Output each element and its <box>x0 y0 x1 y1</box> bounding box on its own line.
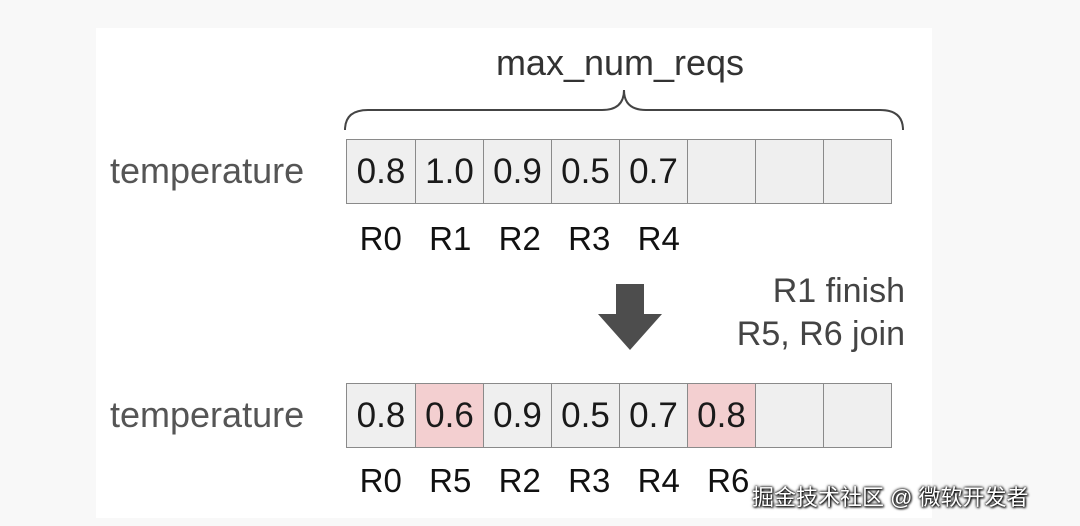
request-id: R4 <box>637 220 680 257</box>
slot-cell: 0.7 <box>619 384 687 447</box>
request-ids-top: R0 R1 R2 R3 R4 <box>346 220 694 258</box>
max-num-reqs-label: max_num_reqs <box>495 42 745 83</box>
request-id: R2 <box>498 220 541 257</box>
request-id: R2 <box>498 462 541 499</box>
request-id: R3 <box>568 220 611 257</box>
slot-cell: 0.7 <box>619 140 687 203</box>
request-id: R1 <box>429 220 472 257</box>
request-id: R0 <box>359 220 402 257</box>
slot-cell-new: 0.6 <box>415 384 483 447</box>
slot-cell: 0.8 <box>356 395 406 435</box>
row-label-top: temperature <box>110 150 305 191</box>
temperature-row-top: 0.8 1.0 0.9 0.5 0.7 <box>346 139 892 204</box>
slot-cell: 0.8 <box>356 151 406 191</box>
slot-cell: 0.9 <box>483 140 551 203</box>
slot-cell: 0.5 <box>551 140 619 203</box>
slot-cell <box>687 140 755 203</box>
slot-cell <box>823 384 891 447</box>
row-label-bottom: temperature <box>110 394 305 435</box>
request-id: R5 <box>429 462 472 499</box>
request-id: R3 <box>568 462 611 499</box>
request-id: R6 <box>707 462 750 499</box>
slot-cell <box>755 140 823 203</box>
slot-cell: 1.0 <box>415 140 483 203</box>
slot-cell: 0.5 <box>551 384 619 447</box>
slot-cell <box>755 384 823 447</box>
transition-note-line1: R1 finish <box>772 272 905 310</box>
transition-note-line2: R5, R6 join <box>736 315 905 353</box>
request-id: R0 <box>359 462 402 499</box>
down-arrow-icon <box>598 284 662 350</box>
watermark: 掘金技术社区 @ 微软开发者 <box>752 485 1029 510</box>
slot-cell: 0.9 <box>483 384 551 447</box>
request-id: R4 <box>637 462 680 499</box>
slot-cell <box>823 140 891 203</box>
temperature-row-bottom: 0.8 0.6 0.9 0.5 0.7 0.8 <box>346 383 892 448</box>
brace <box>344 89 904 131</box>
request-ids-bottom: R0 R5 R2 R3 R4 R6 <box>346 462 763 500</box>
slot-cell-new: 0.8 <box>687 384 755 447</box>
